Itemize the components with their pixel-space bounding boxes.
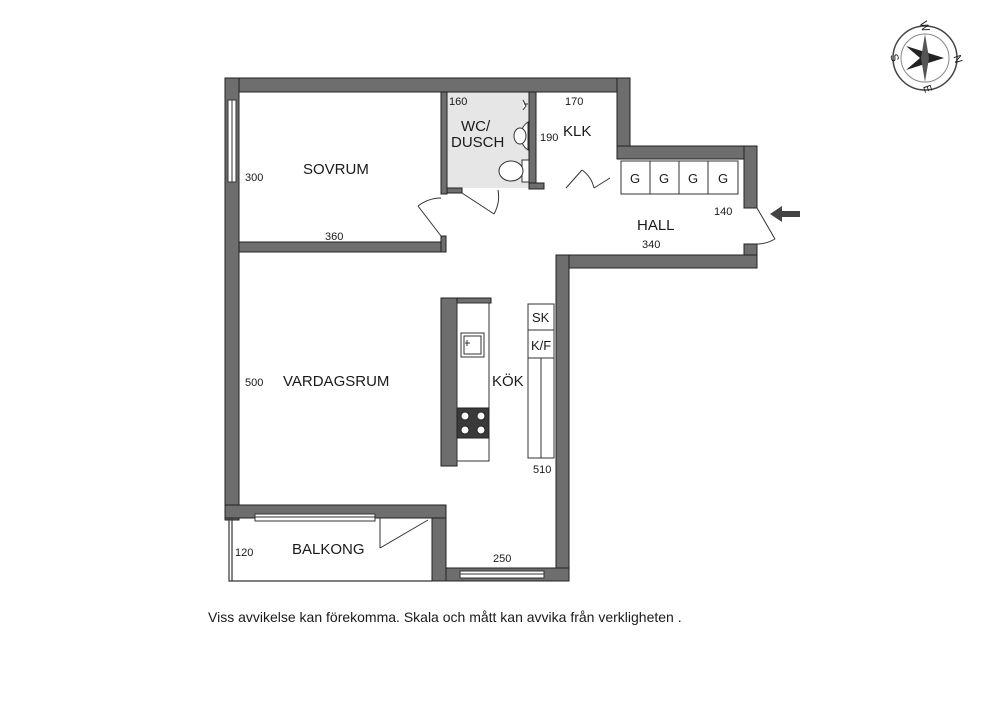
compass-s: S xyxy=(887,53,901,64)
door-sovrum xyxy=(417,197,442,237)
room-hall: HALL xyxy=(637,217,675,234)
kitchen-sink-icon xyxy=(460,332,485,358)
wardrobe-label-4: G xyxy=(718,171,728,186)
door-klk-right xyxy=(593,177,611,189)
wardrobe-label-1: G xyxy=(630,171,640,186)
doors xyxy=(379,169,776,549)
disclaimer-text: Viss avvikelse kan förekomma. Skala och … xyxy=(208,609,682,625)
interior-walls xyxy=(238,91,545,253)
compass-rose: N E S W xyxy=(887,20,964,95)
dim-hall-width: 340 xyxy=(642,239,660,251)
door-wc xyxy=(461,189,500,215)
wc-fixtures xyxy=(498,99,530,183)
compass-n: N xyxy=(950,54,964,65)
door-balkong xyxy=(379,518,429,549)
dim-sovrum-height: 300 xyxy=(245,172,263,184)
wardrobe-label-2: G xyxy=(659,171,669,186)
dim-vardagsrum-height: 500 xyxy=(245,377,263,389)
compass-e: E xyxy=(920,84,934,95)
dim-kok-length: 510 xyxy=(533,464,551,476)
dim-klk-height: 190 xyxy=(540,132,558,144)
door-klk xyxy=(565,169,595,189)
dim-klk-width: 170 xyxy=(565,96,583,108)
room-vardagsrum: VARDAGSRUM xyxy=(283,373,389,390)
room-balkong: BALKONG xyxy=(292,541,365,558)
dim-balkong-depth: 120 xyxy=(235,547,253,559)
entrance-arrow-icon xyxy=(770,206,800,222)
room-kok: KÖK xyxy=(492,372,524,390)
dim-hall-height: 140 xyxy=(714,206,732,218)
shower-tap-icon xyxy=(522,99,528,111)
kitchen-counter-left xyxy=(440,297,492,467)
compass-w: W xyxy=(917,20,932,34)
door-entrance xyxy=(756,207,776,245)
dim-sovrum-width: 360 xyxy=(325,231,343,243)
dim-wc-width: 160 xyxy=(449,96,467,108)
room-wc-line2: DUSCH xyxy=(451,134,504,151)
room-sovrum: SOVRUM xyxy=(303,161,369,178)
kitchen-counter-right xyxy=(527,303,555,459)
outer-walls xyxy=(224,77,758,582)
appliance-kf: K/F xyxy=(531,338,551,353)
dim-kok-width: 250 xyxy=(493,553,511,565)
stove-icon xyxy=(456,407,490,439)
balkong-railing xyxy=(228,517,432,582)
toilet-icon xyxy=(498,160,524,182)
wardrobe-label-3: G xyxy=(688,171,698,186)
room-wc-line1: WC/ xyxy=(461,118,491,135)
room-klk: KLK xyxy=(563,123,591,140)
windows xyxy=(227,99,545,579)
appliance-sk: SK xyxy=(532,310,550,325)
hall-wardrobes xyxy=(620,160,739,195)
